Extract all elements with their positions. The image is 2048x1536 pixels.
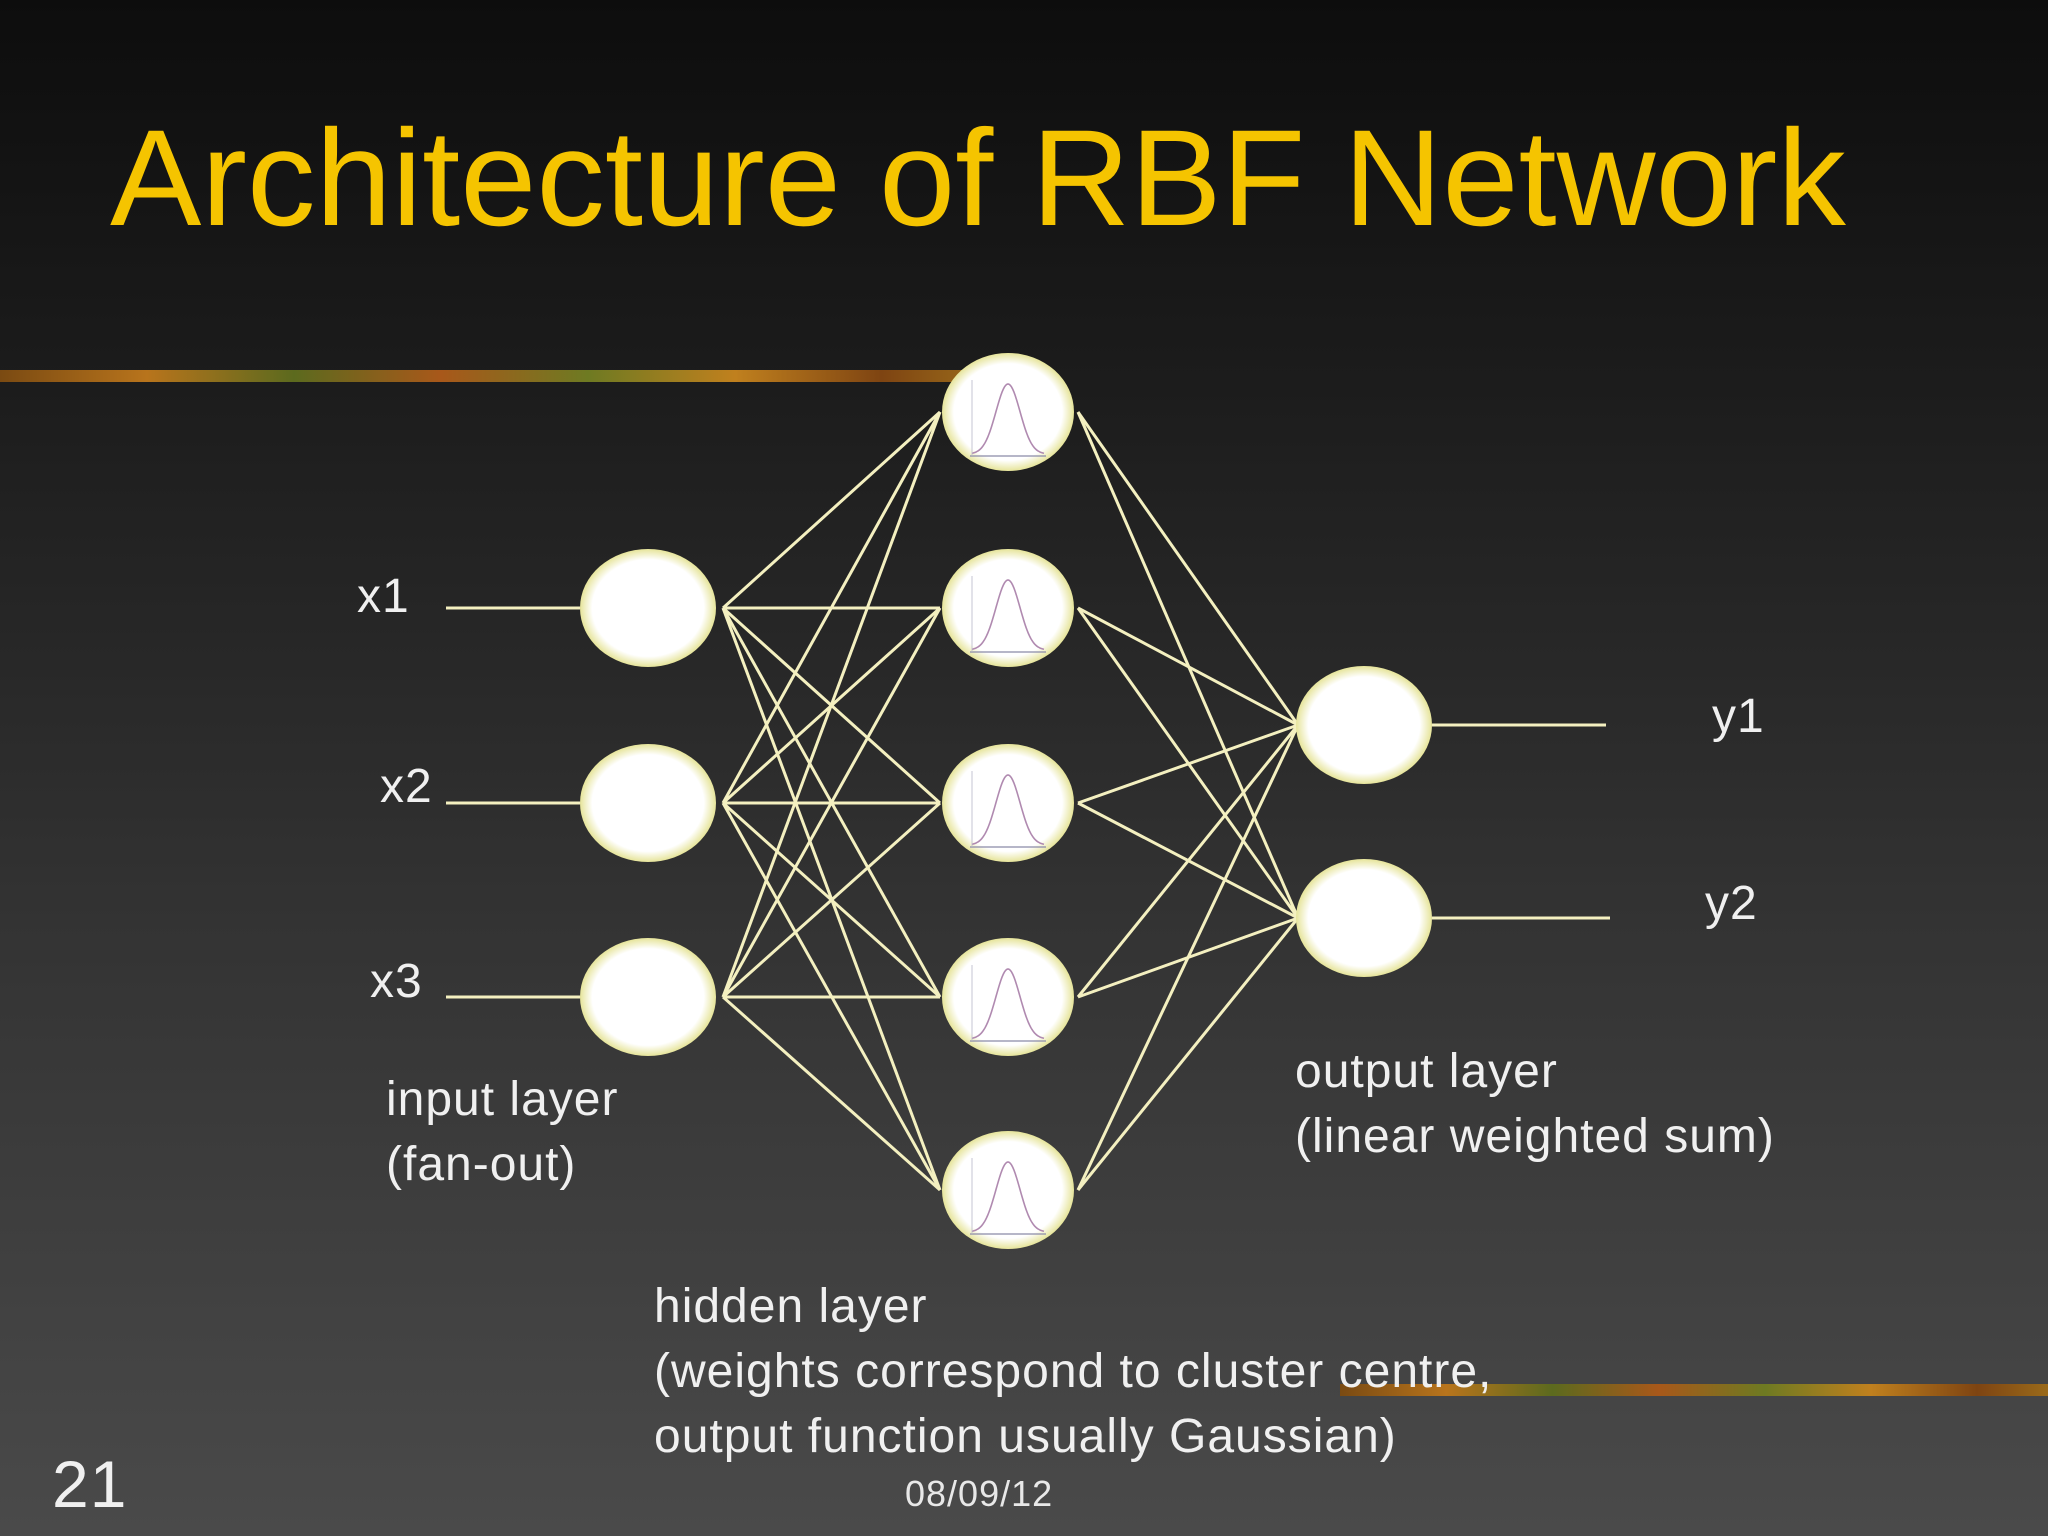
input-node-3: [580, 938, 716, 1056]
connection-input2-hidden1: [721, 411, 942, 804]
connection-hidden4-output1: [1076, 724, 1300, 998]
input-layer-note: (fan-out): [386, 1137, 577, 1191]
slide-date: 08/09/12: [905, 1473, 1054, 1514]
connection-hidden5-output2: [1076, 917, 1300, 1191]
output-layer-caption: output layer (linear weighted sum): [1295, 1040, 1775, 1170]
gaussian-curve-icon: [970, 576, 1046, 653]
output-layer-title: output layer: [1295, 1045, 1558, 1098]
connection-hidden3-output1: [1077, 723, 1299, 805]
hidden-node-4: [942, 938, 1074, 1056]
connection-hidden1-output1: [1076, 411, 1300, 726]
hidden-node-2: [942, 549, 1074, 667]
gaussian-curve-icon: [970, 965, 1046, 1042]
hidden-layer-caption: hidden layer (weights correspond to clus…: [654, 1275, 1492, 1469]
input-node-1: [580, 549, 716, 667]
gaussian-curve-icon: [970, 380, 1046, 457]
input-layer-caption: input layer (fan-out): [386, 1068, 618, 1198]
input-layer-title: input layer: [386, 1073, 619, 1126]
connection-input3-hidden2: [721, 607, 942, 998]
slide-title: Architecture of RBF Network: [110, 102, 1846, 255]
nodes: [580, 353, 1432, 1249]
output-node-1: [1296, 666, 1432, 784]
hidden-layer-title: hidden layer: [654, 1280, 928, 1333]
output-layer-note: (linear weighted sum): [1295, 1109, 1775, 1163]
hidden-node-1: [942, 353, 1074, 471]
slide-number: 21: [52, 1447, 128, 1521]
hidden-layer-note-1: (weights correspond to cluster centre,: [654, 1344, 1493, 1398]
hidden-node-5: [942, 1131, 1074, 1249]
decorative-band-top: [0, 370, 980, 382]
connection-hidden5-output1: [1076, 724, 1300, 1191]
io-lines: [446, 606, 1610, 999]
hidden-layer-note-2: output function usually Gaussian): [654, 1409, 1397, 1463]
connections: [721, 410, 1300, 1192]
gaussian-curve-icon: [970, 1158, 1046, 1235]
connection-input1-hidden1: [721, 410, 942, 610]
decorative-band-bottom: [1340, 1384, 2048, 1396]
input-label-x1: x1: [357, 570, 410, 623]
input-label-x3: x3: [370, 955, 423, 1008]
output-node-2: [1296, 859, 1432, 977]
connection-input3-hidden5: [722, 995, 941, 1192]
output-label-y2: y2: [1705, 877, 1758, 930]
connection-hidden2-output1: [1077, 606, 1299, 727]
input-label-x2: x2: [380, 760, 433, 813]
gaussian-curve-icon: [970, 771, 1046, 848]
input-node-2: [580, 744, 716, 862]
hidden-node-3: [942, 744, 1074, 862]
connection-input3-hidden1: [721, 411, 942, 998]
connection-input3-hidden3: [722, 801, 941, 999]
output-label-y1: y1: [1712, 690, 1765, 743]
